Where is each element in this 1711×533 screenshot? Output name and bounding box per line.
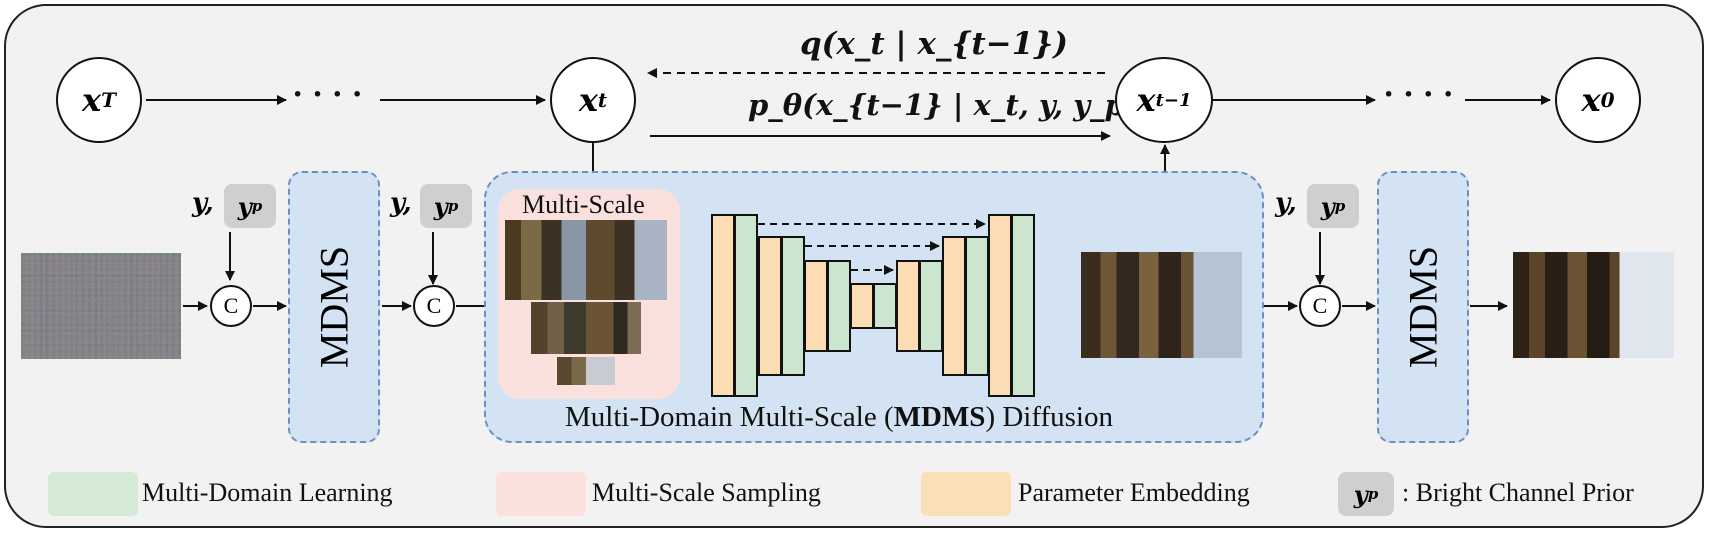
patch-small-1 — [557, 357, 586, 385]
unet-enc-3-domain — [827, 260, 851, 352]
reverse-process-label: p_θ(x_{t−1} | x_t, y, y_p) — [748, 88, 1139, 122]
patch-mid-2 — [586, 302, 641, 354]
ellipsis-left: · · · · — [292, 76, 363, 113]
ellipsis-right: · · · · — [1383, 76, 1454, 113]
legend-label-domain: Multi-Domain Learning — [142, 478, 393, 507]
unet-dec-3-domain — [919, 260, 943, 352]
legend-swatch-domain — [48, 472, 138, 516]
diffusion-title: Multi-Domain Multi-Scale (MDMS) Diffusio… — [565, 401, 1113, 433]
cond-y-1: y, — [192, 188, 214, 218]
unet-enc-1-domain — [734, 214, 758, 397]
legend-swatch-scale — [496, 472, 586, 516]
cond-y-3: y, — [1275, 188, 1297, 218]
unet-dec-1-param — [988, 214, 1012, 397]
noise-input-image — [21, 253, 181, 359]
unet-dec-1-domain — [1011, 214, 1035, 397]
legend-label-scale: Multi-Scale Sampling — [592, 478, 821, 507]
cond-y-2: y, — [390, 188, 412, 218]
multiscale-label: Multi-Scale — [522, 190, 645, 219]
denoised-output-image — [1081, 252, 1242, 358]
concat-node-1: C — [210, 285, 252, 327]
legend-swatch-param — [921, 472, 1011, 516]
concat-node-2: C — [413, 285, 455, 327]
patch-large-2 — [586, 220, 667, 300]
patch-small-2 — [586, 357, 615, 385]
forward-process-label: q(x_t | x_{t−1}) — [800, 26, 1068, 62]
legend-label-param: Parameter Embedding — [1018, 478, 1250, 507]
patch-mid-1 — [531, 302, 586, 354]
mdms-block-2: MDMS — [1377, 171, 1469, 443]
mdms-block-2-label: MDMS — [1400, 245, 1446, 369]
concat-node-3: C — [1299, 285, 1341, 327]
unet-dec-3-param — [896, 260, 920, 352]
final-result-image — [1513, 252, 1674, 358]
legend-label-bcp: : Bright Channel Prior — [1402, 478, 1634, 507]
mdms-block-1: MDMS — [288, 171, 380, 443]
unet-mid-domain — [873, 283, 897, 329]
patch-large-1 — [505, 220, 586, 300]
